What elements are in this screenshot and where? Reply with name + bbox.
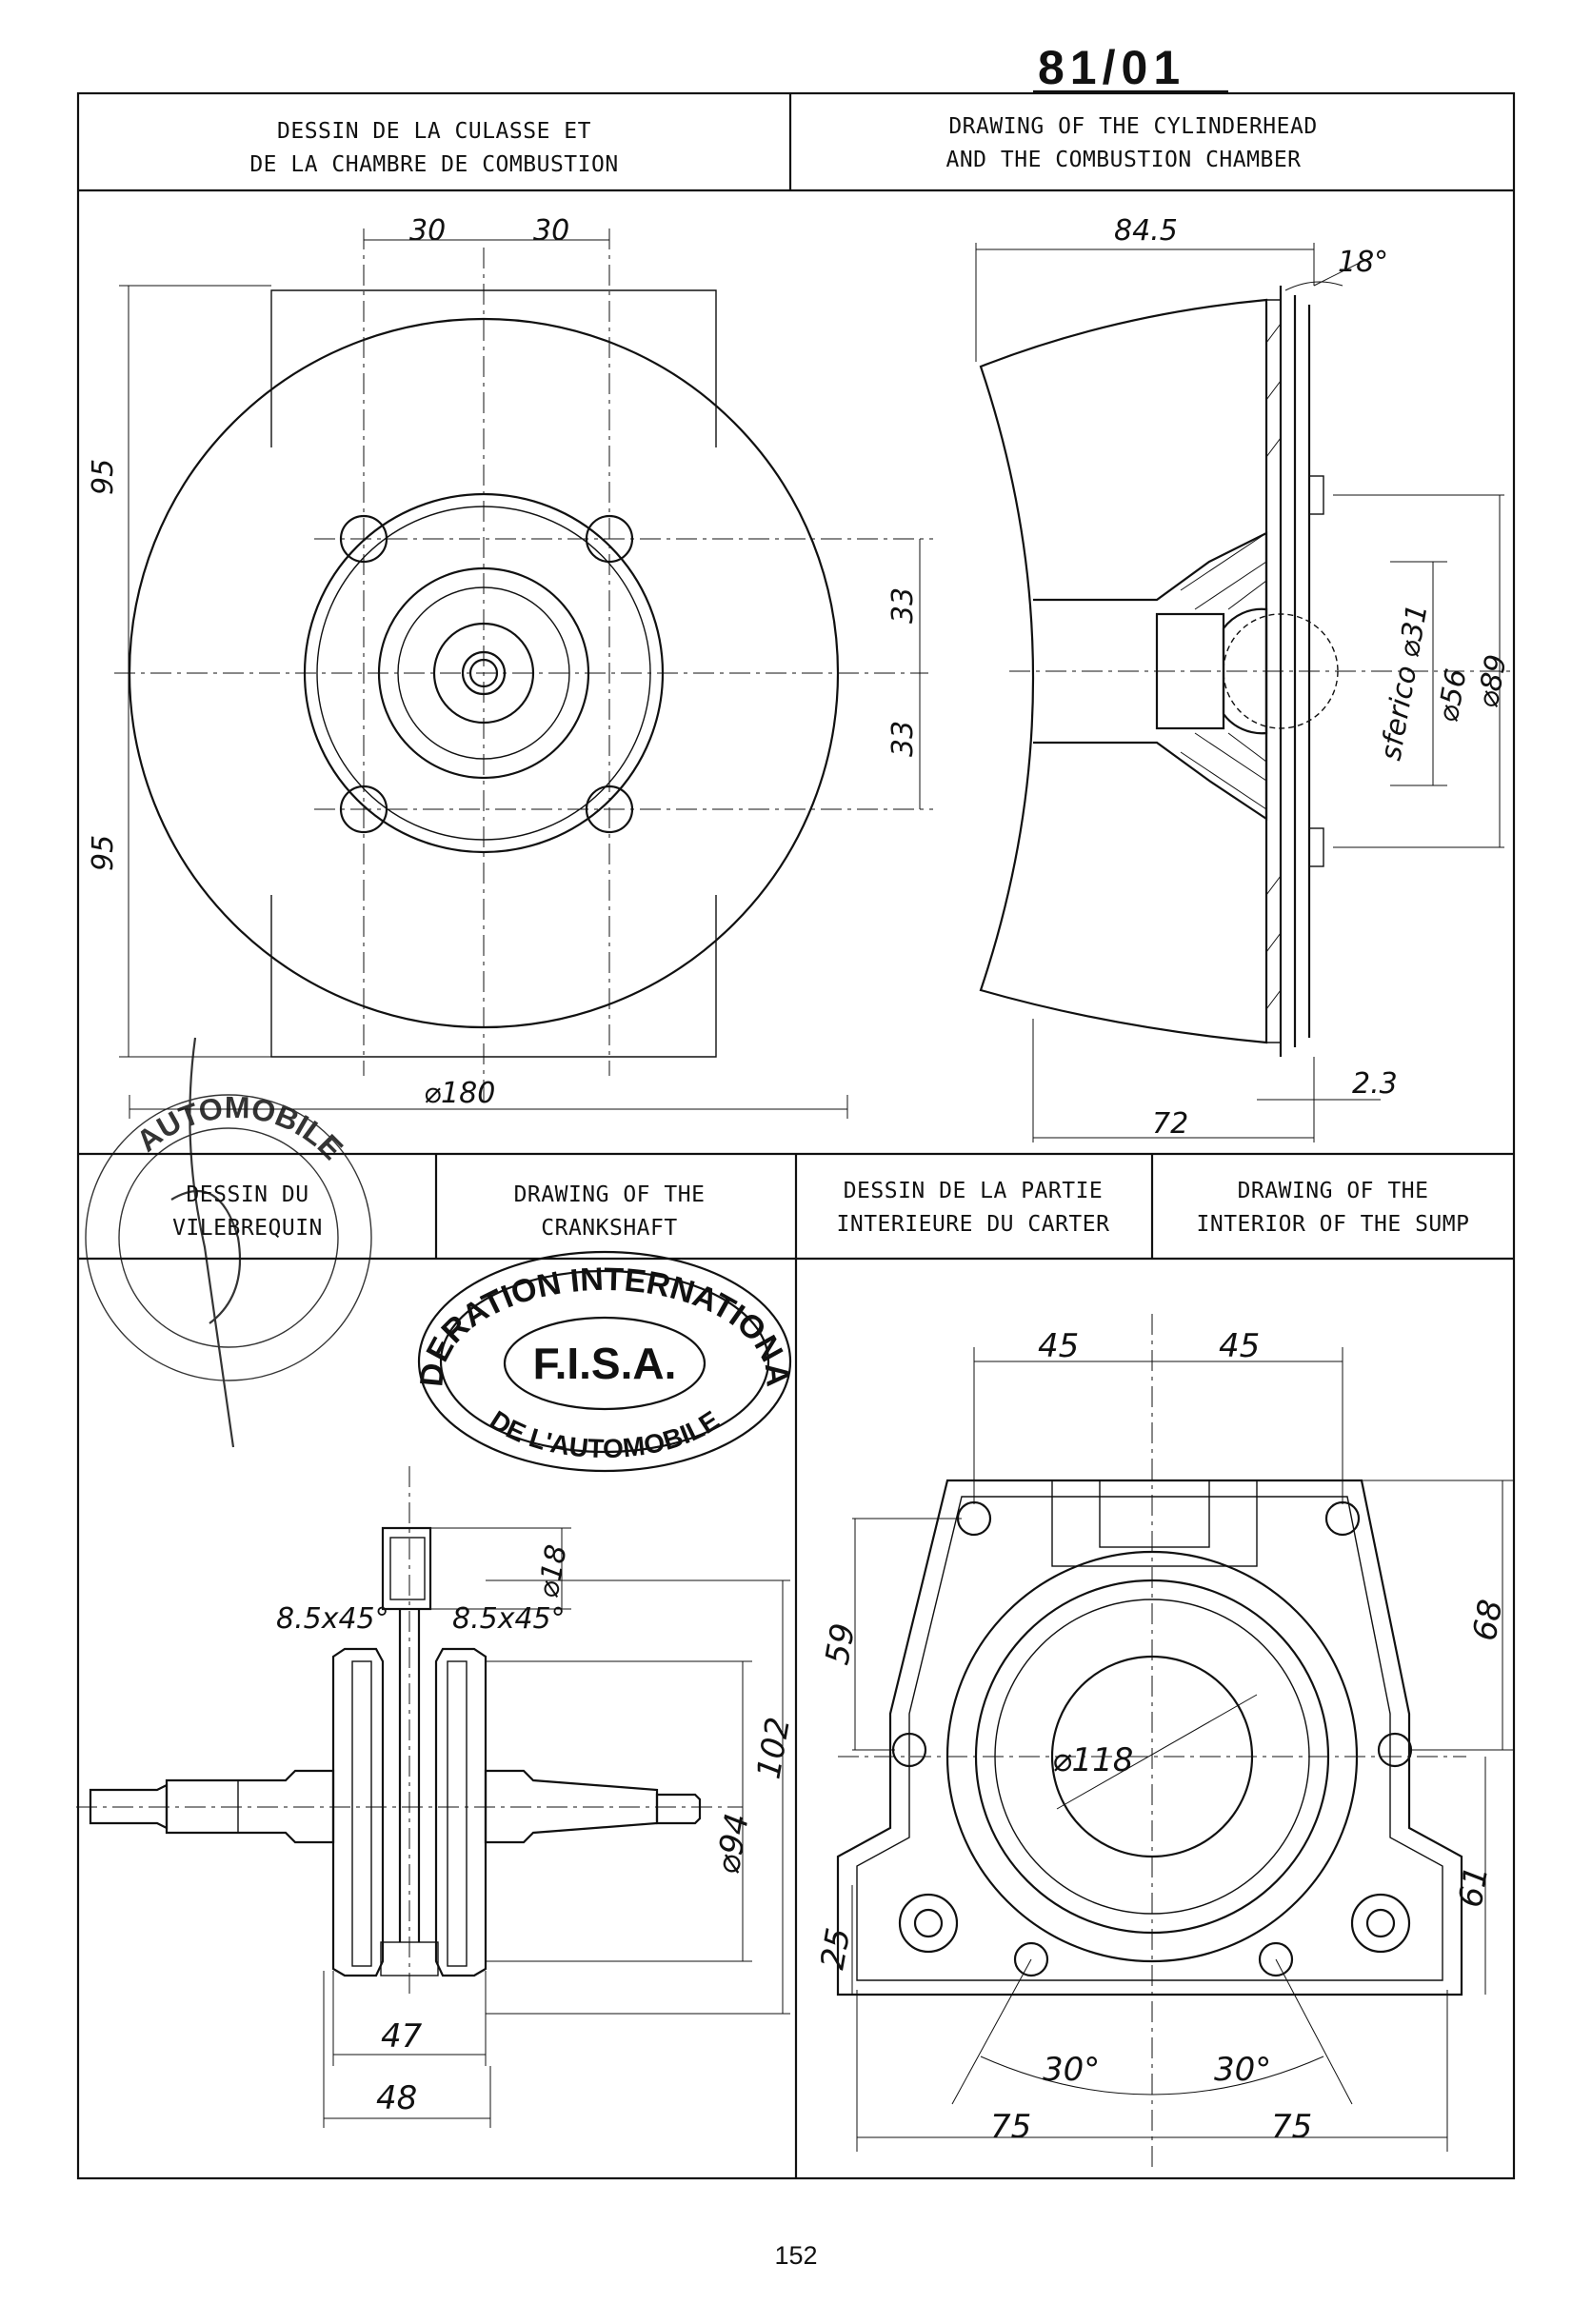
cylinderhead-plan-dimensions: 30 30 95 95 33 33 ⌀180	[87, 214, 921, 1119]
dim-30-left: 30	[409, 214, 446, 248]
header-sump-english: DRAWING OF THE INTERIOR OF THE SUMP	[1197, 1179, 1470, 1237]
dim-102: 102	[749, 1715, 798, 1782]
dim-68: 68	[1465, 1597, 1510, 1644]
dim-angle-18: 18°	[1338, 246, 1388, 279]
header-sump-french: DESSIN DE LA PARTIE INTERIEURE DU CARTER	[837, 1179, 1110, 1237]
round-stamp-and-signature: AUTOMOBILE	[85, 1037, 372, 1448]
dim-diameter-89: ⌀89	[1471, 652, 1513, 710]
dim-47: 47	[381, 2017, 423, 2056]
dim-chamfer-right: 8.5x45°	[452, 1602, 566, 1636]
outer-frame	[76, 91, 1516, 2180]
page-number: 152	[774, 2241, 817, 2270]
header-crank-fr-line1: DESSIN DU	[186, 1182, 308, 1207]
crankshaft-drawing	[76, 1466, 743, 1999]
dim-59: 59	[818, 1620, 863, 1668]
dim-diameter-118: ⌀118	[1052, 1741, 1133, 1779]
dim-48: 48	[376, 2079, 417, 2117]
dim-diameter-180: ⌀180	[424, 1077, 495, 1110]
dim-25: 25	[813, 1925, 858, 1973]
dim-diameter-18: ⌀18	[531, 1542, 573, 1600]
dim-45-right: 45	[1219, 1327, 1260, 1365]
dim-30-right: 30	[533, 214, 569, 248]
header-cylinderhead-french: DESSIN DE LA CULASSE ET DE LA CHAMBRE DE…	[249, 119, 618, 177]
header-sump-fr-line1: DESSIN DE LA PARTIE	[844, 1179, 1104, 1203]
header-sump-fr-line2: INTERIEURE DU CARTER	[837, 1212, 1110, 1237]
header-crankshaft-french: DESSIN DU VILEBREQUIN	[172, 1182, 323, 1241]
dim-61: 61	[1451, 1863, 1496, 1911]
cylinderhead-section-dimensions: 84.5 18° sferico ⌀31 ⌀56 ⌀89 2.3 72	[975, 214, 1514, 1142]
header-cyl-fr-line1: DESSIN DE LA CULASSE ET	[277, 119, 591, 144]
cylinderhead-section-view	[979, 286, 1514, 1057]
header-sump-en-line1: DRAWING OF THE	[1238, 1179, 1429, 1203]
dim-33-top: 33	[886, 587, 920, 624]
header-cyl-fr-line2: DE LA CHAMBRE DE COMBUSTION	[249, 152, 618, 177]
dim-sferico-31: sferico ⌀31	[1374, 602, 1434, 763]
document-number: 81/01	[1038, 41, 1185, 94]
sump-dimensions: 45 45 59 68 ⌀118 25 61 30° 30° 75 75	[813, 1327, 1514, 2152]
header-crankshaft-english: DRAWING OF THE CRANKSHAFT	[514, 1182, 706, 1241]
dim-72: 72	[1152, 1107, 1188, 1141]
stamp-bottom-text: DE L'AUTOMOBILE	[485, 1405, 725, 1464]
header-cyl-en-line1: DRAWING OF THE CYLINDERHEAD	[948, 114, 1317, 139]
cylinderhead-plan-view	[114, 228, 933, 1104]
crankshaft-dimensions: ⌀18 8.5x45° 8.5x45° ⌀94 102 47 48	[276, 1527, 798, 2128]
dim-diameter-56: ⌀56	[1431, 666, 1473, 725]
dim-2-3: 2.3	[1352, 1067, 1398, 1101]
header-cylinderhead-english: DRAWING OF THE CYLINDERHEAD AND THE COMB…	[945, 114, 1317, 172]
header-sump-en-line2: INTERIOR OF THE SUMP	[1197, 1212, 1470, 1237]
header-crank-en-line1: DRAWING OF THE	[514, 1182, 706, 1207]
dim-84-5: 84.5	[1114, 214, 1178, 248]
dim-75-left: 75	[990, 2108, 1031, 2146]
svg-text:DE L'AUTOMOBILE: DE L'AUTOMOBILE	[485, 1405, 725, 1464]
dim-45-left: 45	[1038, 1327, 1079, 1365]
dim-33-bottom: 33	[886, 721, 920, 757]
stamp-top-text: FEDERATION INTERNATIONALE	[0, 0, 796, 1388]
header-cyl-en-line2: AND THE COMBUSTION CHAMBER	[945, 148, 1301, 172]
dim-angle-30-right: 30°	[1214, 2051, 1271, 2089]
sump-drawing	[836, 1314, 1466, 2171]
dim-75-right: 75	[1271, 2108, 1312, 2146]
header-crank-en-line2: CRANKSHAFT	[541, 1216, 677, 1241]
dim-chamfer-left: 8.5x45°	[276, 1602, 389, 1636]
header-crank-fr-line2: VILEBREQUIN	[172, 1216, 323, 1241]
dim-angle-30-left: 30°	[1043, 2051, 1100, 2089]
dim-diameter-94: ⌀94	[708, 1811, 756, 1877]
svg-text:FEDERATION INTERNATIONALE: FEDERATION INTERNATIONALE	[0, 0, 796, 1388]
dim-95-bottom: 95	[87, 835, 120, 871]
stamp-center-text: F.I.S.A.	[533, 1339, 677, 1388]
dim-95-top: 95	[87, 459, 120, 495]
